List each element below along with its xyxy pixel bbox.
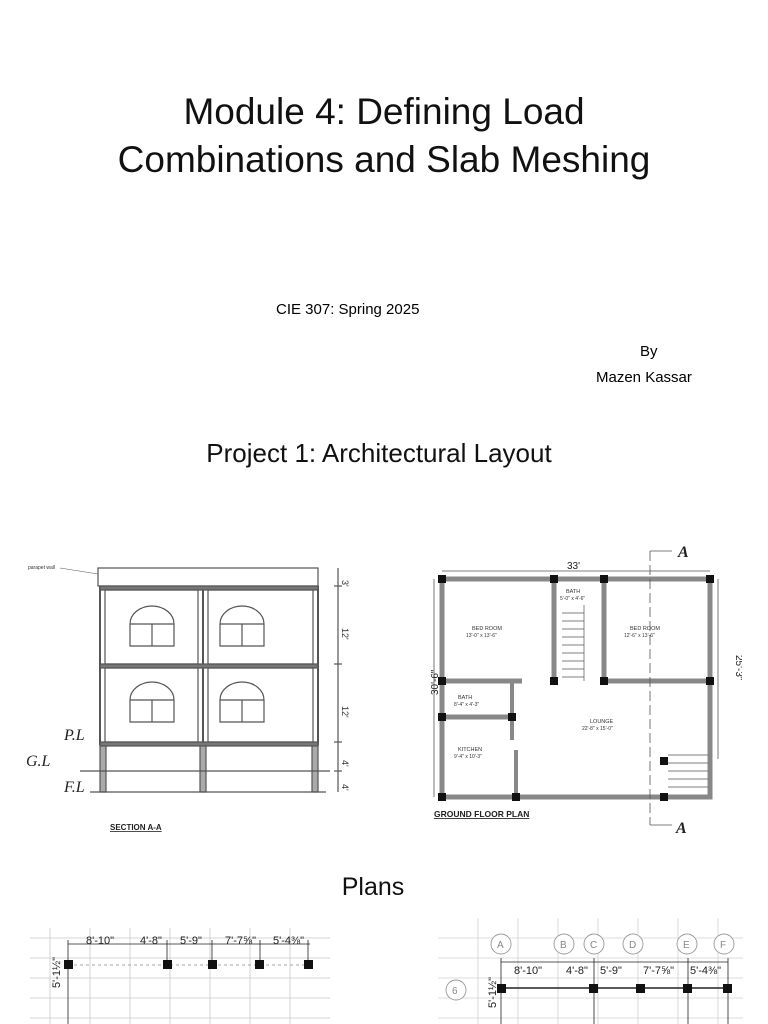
plans-heading: Plans [341,873,405,901]
parapet-label: parapet wall [28,565,55,571]
plan-caption: GROUND FLOOR PLAN [434,809,529,819]
section-dim-5: 4' [340,784,350,791]
room-size: 22'-8" x 15'-0" [582,726,613,732]
grid-label-c: C [590,940,597,951]
plan-dim: 7'-7⅝" [225,935,256,947]
course-label: CIE 307: Spring 2025 [276,301,420,318]
plan-width-dim: 33' [567,561,580,572]
section-marker-top: A [677,544,689,561]
plan-dim: 5'-9" [180,935,202,947]
title-line-2: Combinations and Slab Meshing [117,139,651,180]
project-heading: Project 1: Architectural Layout [206,438,552,468]
title-line-1: Module 4: Defining Load [183,91,585,132]
section-dim-4: 4' [340,760,350,767]
plan-depth-dim: 30'-6" [430,669,441,695]
room-name: BATH [458,695,472,701]
plan-right-dim: 25'-3" [733,655,742,681]
ground-floor-plan-drawing: 33' 30'-6" 25'-3" A A BED ROOM 13'-0" x … [430,544,742,837]
grid-label-a: A [497,940,504,951]
plan-side-dim: 5'-1½" [487,977,499,1008]
structural-plan-right: A B C D E F 6 8'-10" 4'-8" 5'-9" 7'-7⅝" … [438,918,743,1024]
plan-dim: 8'-10" [514,965,542,977]
plan-dim: 4'-8" [566,965,588,977]
grid-label-row: 6 [452,986,458,997]
room-name: BED ROOM [630,626,660,632]
grid-label-d: D [629,940,636,951]
by-label: By [640,343,658,360]
plinth-level-label: P.L [63,727,85,744]
room-size: 13'-0" x 13'-6" [466,633,497,639]
plan-dim: 5'-4⅜" [273,935,304,947]
grid-label-f: F [720,940,726,951]
slide-title: Module 4: Defining Load Combinations and… [0,88,768,184]
section-dim-2: 12' [340,628,350,640]
structural-plan-left: 8'-10" 4'-8" 5'-9" 7'-7⅝" 5'-4⅜" 5'-1½" [30,928,330,1024]
section-caption: SECTION A-A [110,823,162,832]
room-name: BED ROOM [472,626,502,632]
plan-side-dim: 5'-1½" [51,957,63,988]
author-name: Mazen Kassar [596,369,692,386]
section-drawing: parapet wall 3' 12' 12' 4' 4' P.L G.L F.… [26,565,350,832]
plan-dim: 5'-4⅜" [690,965,721,977]
room-name: BATH [566,589,580,595]
plan-dim: 7'-7⅝" [643,965,674,977]
section-dim-1: 3' [340,580,350,587]
section-marker-bottom: A [675,820,687,837]
grid-label-b: B [560,940,567,951]
room-size: 9'-4" x 10'-3" [454,754,482,760]
room-name: KITCHEN [458,747,482,753]
ground-level-label: G.L [26,753,51,770]
room-size: 12'-6" x 13'-6" [624,633,655,639]
room-name: LOUNGE [590,719,614,725]
grid-label-e: E [683,940,690,951]
section-dim-3: 12' [340,706,350,718]
plan-dim: 5'-9" [600,965,622,977]
plan-dim: 8'-10" [86,935,114,947]
plan-dim: 4'-8" [140,935,162,947]
room-size: 8'-4" x 4'-3" [454,702,479,708]
room-size: 5'-0" x 4'-6" [560,596,585,602]
floor-level-label: F.L [63,779,85,796]
